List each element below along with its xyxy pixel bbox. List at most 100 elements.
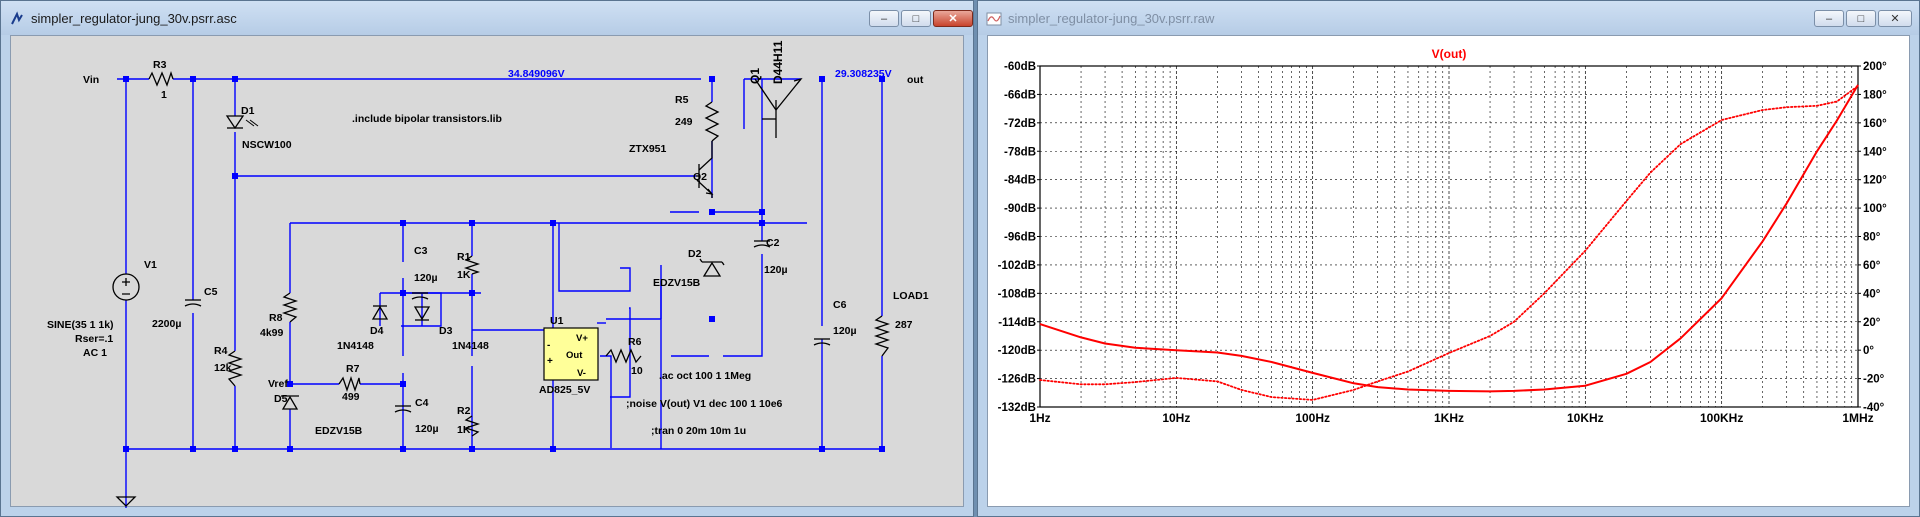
capacitor-c4[interactable] <box>394 405 412 413</box>
y-tick-label-left: -96dB <box>1004 232 1036 244</box>
resistor-r2[interactable] <box>463 415 481 437</box>
c5-ref: C5 <box>204 286 218 298</box>
waveform-window: simpler_regulator-jung_30v.psrr.raw – □ … <box>977 0 1920 517</box>
v1-value-line-1: SINE(35 1 1k) <box>47 319 114 331</box>
c2-value: 120µ <box>764 264 788 276</box>
directive-ac[interactable]: .ac oct 100 1 1Meg <box>659 370 751 382</box>
minimize-icon: – <box>1825 12 1833 25</box>
y-tick-label-right: 20° <box>1863 317 1881 329</box>
plot-title[interactable]: V(out) <box>1432 47 1467 61</box>
x-tick-label: 1KHz <box>1434 411 1464 425</box>
y-axis-right-labels: 200°180°160°140°120°100°80°60°40°20°0°-2… <box>1858 61 1887 414</box>
resistor-r5[interactable] <box>704 101 720 142</box>
directive-tran[interactable]: ;tran 0 20m 10m 1u <box>651 425 746 437</box>
resistor-r3[interactable] <box>148 70 174 87</box>
d5-ref: D5 <box>274 393 288 405</box>
schematic-drawing: Vin out Vref R3 1 D1 NSCW100 R5 249 ZTX9… <box>47 40 929 508</box>
y-tick-label-left: -72dB <box>1004 118 1036 130</box>
capacitor-c3[interactable] <box>411 292 429 300</box>
close-icon: ✕ <box>1890 13 1900 25</box>
schematic-canvas[interactable]: Vin out Vref R3 1 D1 NSCW100 R5 249 ZTX9… <box>10 35 964 508</box>
waveform-minimize-button[interactable]: – <box>1814 10 1844 27</box>
r4-ref: R4 <box>214 345 228 357</box>
y-tick-label-left: -90dB <box>1004 203 1036 215</box>
d4-ref: D4 <box>370 325 384 337</box>
y-tick-label-right: -20° <box>1863 374 1885 386</box>
c4-value: 120µ <box>415 423 439 435</box>
y-tick-label-right: 100° <box>1863 203 1887 215</box>
y-tick-label-left: -120dB <box>998 345 1036 357</box>
voltage-source-v1[interactable] <box>112 273 140 301</box>
c6-value: 120µ <box>833 325 857 337</box>
y-tick-label-left: -108dB <box>998 288 1036 300</box>
y-tick-label-right: 120° <box>1863 175 1887 187</box>
c3-ref: C3 <box>414 245 428 257</box>
r8-ref: R8 <box>269 312 283 324</box>
schematic-maximize-button[interactable]: □ <box>901 10 931 27</box>
directive-noise[interactable]: ;noise V(out) V1 dec 100 1 10e6 <box>626 398 783 410</box>
diode-d3[interactable] <box>413 306 431 321</box>
transistor-q2[interactable] <box>696 141 714 198</box>
node-voltage-out: 29.308235V <box>835 68 892 80</box>
q1-value: D44H11 <box>771 40 785 84</box>
u1-pin-vm: V- <box>577 368 586 379</box>
resistor-r6[interactable] <box>605 348 642 364</box>
resistor-r8[interactable] <box>281 292 299 323</box>
transistor-q1[interactable] <box>754 77 803 138</box>
u1-ref: U1 <box>550 315 564 327</box>
r4-value: 12k <box>214 362 232 374</box>
x-tick-label: 100KHz <box>1700 411 1743 425</box>
q1-ref: Q1 <box>748 68 762 84</box>
resistor-r7[interactable] <box>338 375 361 393</box>
waveform-app-icon <box>986 12 1002 26</box>
resistor-r4[interactable] <box>226 350 244 387</box>
v1-value-line-3: AC 1 <box>83 347 107 359</box>
r2-value: 1K <box>457 424 471 436</box>
r2-ref: R2 <box>457 405 471 417</box>
d4-value: 1N4148 <box>337 340 374 352</box>
resistor-r1[interactable] <box>463 255 481 275</box>
resistor-load1[interactable] <box>873 315 891 357</box>
y-tick-label-left: -66dB <box>1004 89 1036 101</box>
c4-ref: C4 <box>415 397 429 409</box>
d1-ref: D1 <box>241 105 255 117</box>
waveform-plot-pane[interactable]: V(out) -60dB-66dB-72dB-78dB-84dB-90dB-96… <box>987 35 1910 507</box>
c5-value: 2200µ <box>152 318 181 330</box>
capacitor-c5[interactable] <box>184 299 202 307</box>
r7-ref: R7 <box>346 363 360 375</box>
u1-pin-out: Out <box>566 350 583 361</box>
r6-value: 10 <box>631 365 643 377</box>
waveform-close-button[interactable]: ✕ <box>1878 10 1912 27</box>
d3-value: 1N4148 <box>452 340 489 352</box>
load1-value: 287 <box>895 319 913 331</box>
capacitor-c2[interactable] <box>753 240 771 248</box>
phase-trace <box>1039 85 1859 401</box>
u1-pin-minus: - <box>547 340 550 351</box>
y-tick-label-left: -102dB <box>998 260 1036 272</box>
zener-d5[interactable] <box>281 395 299 410</box>
node-label-vref: Vref <box>268 378 288 390</box>
opamp-u1[interactable] <box>543 327 599 381</box>
schematic-minimize-button[interactable]: – <box>869 10 899 27</box>
y-tick-label-right: 80° <box>1863 232 1881 244</box>
y-tick-label-left: -78dB <box>1004 146 1036 158</box>
directive-include[interactable]: .include bipolar transistors.lib <box>352 113 502 125</box>
waveform-maximize-button[interactable]: □ <box>1846 10 1876 27</box>
y-tick-label-right: 200° <box>1863 61 1887 73</box>
schematic-title: simpler_regulator-jung_30v.psrr.asc <box>31 11 237 26</box>
waveform-title: simpler_regulator-jung_30v.psrr.raw <box>1008 11 1215 26</box>
d5-value: EDZV15B <box>315 425 363 437</box>
waveform-titlebar[interactable]: simpler_regulator-jung_30v.psrr.raw – □ … <box>978 1 1919 35</box>
diode-d4[interactable] <box>371 305 389 320</box>
schematic-close-button[interactable]: ✕ <box>933 10 973 27</box>
x-tick-label: 100Hz <box>1295 411 1330 425</box>
plot-grid <box>1039 66 1858 407</box>
diode-d1[interactable] <box>225 115 259 130</box>
load1-ref: LOAD1 <box>893 290 929 302</box>
c6-ref: C6 <box>833 299 847 311</box>
zener-d2[interactable] <box>699 258 725 277</box>
y-tick-label-right: 40° <box>1863 288 1881 300</box>
schematic-titlebar[interactable]: simpler_regulator-jung_30v.psrr.asc – □ … <box>1 1 973 35</box>
capacitor-c6[interactable] <box>813 338 831 346</box>
d2-value: EDZV15B <box>653 277 701 289</box>
